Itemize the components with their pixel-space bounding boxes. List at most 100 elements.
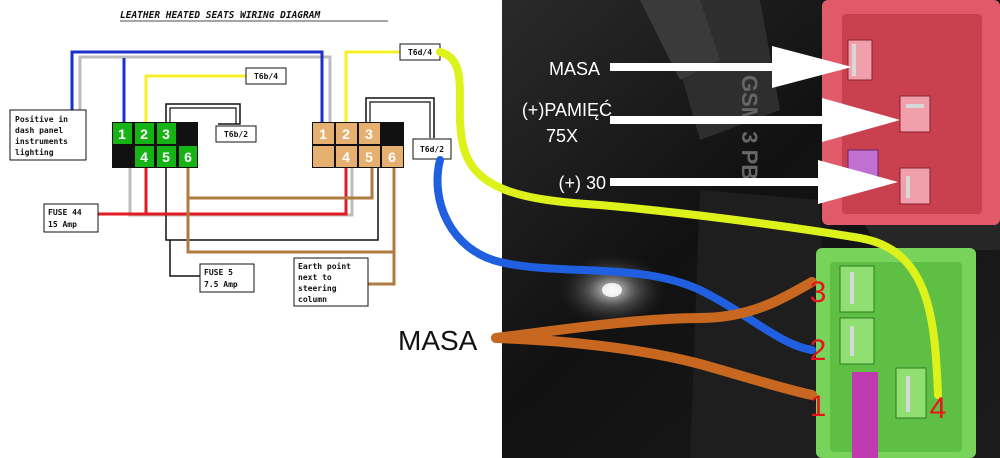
right-pin-5: 5 — [365, 149, 373, 165]
overlay-yellow-wire — [436, 48, 942, 399]
fuse5-line-1: FUSE 5 — [204, 268, 233, 277]
right-pin-2-cell — [336, 123, 357, 144]
right-pin-5-cell — [359, 146, 380, 167]
wire-black-ground — [165, 168, 379, 241]
red-relay-slot-1 — [847, 39, 873, 81]
green-relay — [816, 248, 976, 458]
overlay-wires — [433, 48, 942, 400]
t6b4-box — [245, 67, 287, 85]
positive-line-2: dash panel — [15, 126, 63, 135]
fuse44-line-2: 15 Amp — [48, 220, 77, 229]
red-relay-slot-2 — [899, 95, 931, 133]
light-reflection-core — [602, 283, 622, 297]
relay-terminal-3 — [906, 176, 910, 198]
arrow-pamiec-head — [822, 98, 900, 142]
right-pin-4-cell — [336, 146, 357, 167]
right-connector: 1 2 3 4 5 6 — [312, 122, 404, 168]
positive-line-3: instruments — [15, 136, 68, 146]
left-pin-3-cell — [157, 123, 176, 144]
arrow-pamiec-shaft — [610, 116, 830, 124]
wire-black-t6d2-inner — [369, 101, 431, 138]
relay-photo: GSM 3 PB — [433, 0, 1000, 458]
wire-black-t6b2-outer — [165, 103, 241, 125]
green-relay-slot-3 — [895, 367, 927, 419]
left-connector: 1 2 3 4 5 6 — [112, 122, 198, 168]
wire-gray-top — [78, 55, 332, 122]
earth-box — [293, 257, 369, 307]
left-pin-1-cell — [113, 123, 132, 144]
right-pin-3: 3 — [365, 126, 373, 142]
green-terminal-2 — [850, 326, 854, 356]
label-pamiec-line-2: 75X — [546, 126, 578, 146]
green-relay-slot-1 — [839, 265, 875, 313]
positive-line-4: lighting — [15, 147, 54, 157]
wire-brown-top — [186, 168, 374, 200]
right-pin-3-cell — [359, 123, 380, 144]
overlay-blue-wire — [433, 156, 816, 354]
earth-line-4: column — [298, 295, 327, 304]
green-terminal-3 — [906, 376, 910, 412]
wire-red-right — [146, 168, 348, 216]
t6b4-label: T6b/4 — [254, 72, 278, 81]
wire-black-fuse5 — [169, 240, 200, 277]
left-pin-1: 1 — [118, 126, 126, 142]
left-pin-6: 6 — [184, 149, 192, 165]
left-pin-3: 3 — [162, 126, 170, 142]
arrow-masa — [610, 46, 852, 88]
label-pamiec-line-1: (+)PAMIĘĆ — [522, 99, 612, 120]
overlay-orange-wire-1 — [491, 333, 817, 400]
positive-line-1: Positive in — [15, 114, 68, 124]
pin-number-2: 2 — [810, 334, 827, 367]
relay-labels: MASA (+)PAMIĘĆ 75X (+) 30 — [522, 46, 900, 204]
t6d4-label: T6d/4 — [408, 48, 432, 57]
fuse5-line-2: 7.5 Amp — [204, 280, 238, 289]
diagram-wires — [70, 50, 435, 286]
t6b2-box — [215, 125, 257, 143]
right-pin-1: 1 — [319, 126, 327, 142]
right-pin-6: 6 — [388, 149, 396, 165]
t6d2-label: T6d/2 — [420, 145, 444, 154]
arrow-plus30-shaft — [610, 178, 826, 186]
right-pin-4-left-cell — [313, 146, 334, 167]
label-masa-ground: MASA — [398, 325, 478, 356]
arrow-masa-head — [772, 46, 852, 88]
t6d2-box — [412, 138, 452, 160]
pin-number-3: 3 — [810, 276, 827, 309]
photo-bg-panel-2 — [640, 0, 720, 80]
pin-number-1: 1 — [810, 390, 827, 423]
fuse44-line-1: FUSE 44 — [48, 208, 82, 217]
green-terminal-1 — [850, 272, 854, 304]
right-pin-1-cell — [313, 123, 334, 144]
arrow-pamiec — [610, 98, 900, 142]
red-relay — [822, 0, 1000, 225]
fuse5-box — [199, 263, 255, 293]
green-relay-slot-2 — [839, 317, 875, 365]
wire-blue-top — [70, 50, 324, 122]
arrow-masa-shaft — [610, 63, 778, 71]
left-pin-5: 5 — [162, 149, 170, 165]
left-pin-4-cell — [135, 146, 154, 167]
fuse44-box — [43, 203, 99, 233]
wire-brown-earth — [368, 252, 396, 286]
right-pin-2: 2 — [342, 126, 350, 142]
arrow-plus30 — [610, 160, 898, 204]
left-pin-2-cell — [135, 123, 154, 144]
overlay-orange-wire-3 — [491, 277, 817, 343]
earth-line-3: steering — [298, 283, 337, 293]
earth-line-2: next to — [298, 273, 332, 282]
arrow-plus30-head — [818, 160, 898, 204]
left-pin-2: 2 — [140, 126, 148, 142]
relay-terminal-1 — [852, 44, 856, 76]
wire-black-t6b2-inner — [169, 107, 237, 124]
wire-black-t6d2-outer — [365, 97, 435, 138]
pin-number-4: 4 — [930, 392, 947, 425]
green-relay-purple-tab — [852, 372, 878, 458]
earth-line-1: Earth point — [298, 261, 351, 271]
positive-box — [9, 109, 87, 161]
wire-yellow-t6b4 — [144, 74, 246, 122]
wiring-diagram: LEATHER HEATED SEATS WIRING DIAGRAM — [9, 10, 452, 307]
diagram-title: LEATHER HEATED SEATS WIRING DIAGRAM — [120, 10, 320, 21]
right-pin-6-cell — [382, 146, 403, 167]
relay-print: GSM 3 PB — [737, 75, 762, 180]
